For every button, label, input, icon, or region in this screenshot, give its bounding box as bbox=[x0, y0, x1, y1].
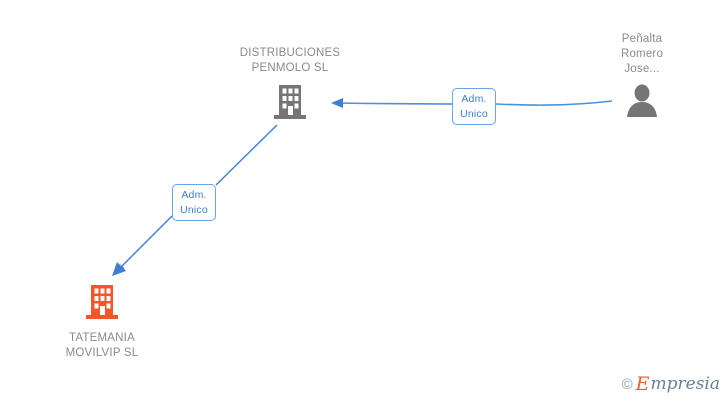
edge-label-adm-unico-person-penmolo[interactable]: Adm. Unico bbox=[452, 88, 496, 125]
node-label-tatemania: TATEMANIA MOVILVIP SL bbox=[65, 332, 139, 359]
node-label-person: Peñalta Romero Jose... bbox=[620, 33, 664, 75]
building-icon bbox=[82, 282, 122, 327]
arrowhead-down-left bbox=[112, 263, 125, 276]
person-icon bbox=[623, 83, 661, 124]
building-icon bbox=[270, 82, 310, 127]
node-person-penalta-romero[interactable]: Peñalta Romero Jose... bbox=[562, 32, 722, 124]
edge-label-adm-unico-penmolo-tatemania[interactable]: Adm. Unico bbox=[172, 184, 216, 221]
node-company-tatemania[interactable]: TATEMANIA MOVILVIP SL bbox=[22, 282, 182, 361]
node-label-penmolo: DISTRIBUCIONES PENMOLO SL bbox=[239, 47, 341, 74]
node-company-penmolo[interactable]: DISTRIBUCIONES PENMOLO SL bbox=[210, 46, 370, 127]
brand-name: mpresia bbox=[650, 374, 721, 394]
copyright-icon: © bbox=[621, 376, 633, 393]
empresia-watermark: © E mpresia bbox=[622, 375, 720, 394]
brand-initial: E bbox=[635, 373, 650, 395]
